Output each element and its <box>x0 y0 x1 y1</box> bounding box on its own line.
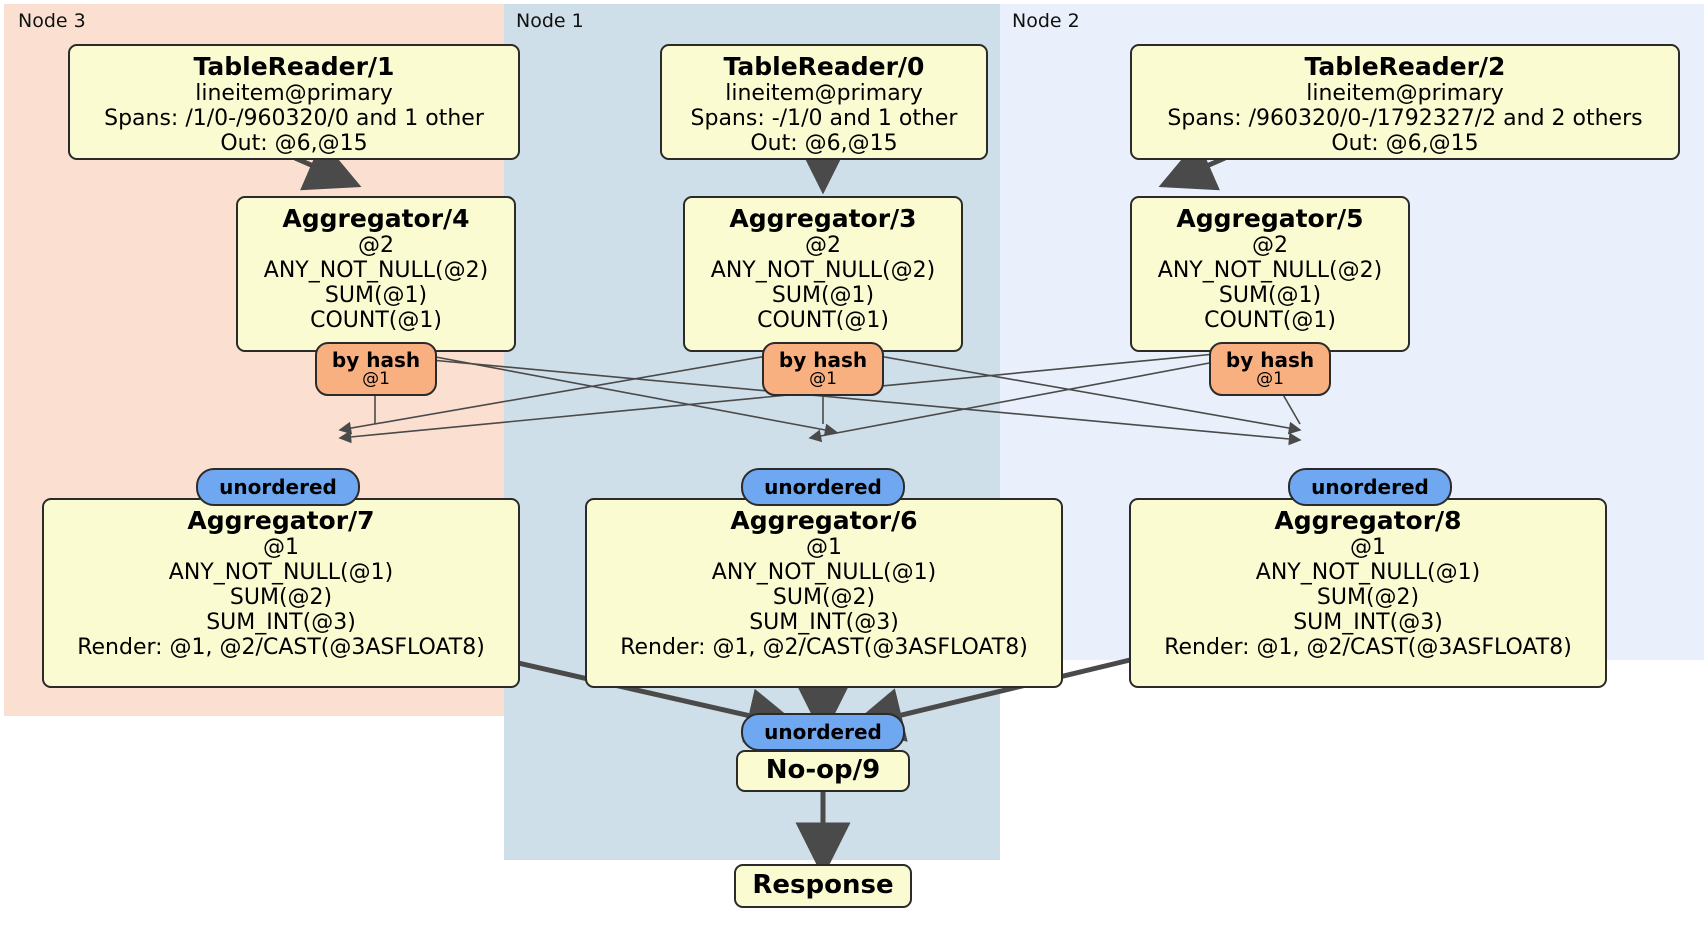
processor-line: SUM_INT(@3) <box>206 610 356 636</box>
router-unordered-left[interactable]: unordered <box>196 468 360 506</box>
processor-line: Out: @6,@15 <box>750 131 898 157</box>
processor-title: Aggregator/6 <box>730 506 918 535</box>
processor-title: Response <box>752 870 894 901</box>
router-label: unordered <box>764 475 882 499</box>
router-by-hash-center[interactable]: by hash @1 <box>762 342 884 396</box>
processor-title: Aggregator/4 <box>282 204 470 233</box>
processor-line: Out: @6,@15 <box>1331 131 1479 157</box>
router-by-hash-right[interactable]: by hash @1 <box>1209 342 1331 396</box>
processor-line: SUM(@2) <box>229 585 333 611</box>
processor-line: ANY_NOT_NULL(@1) <box>168 560 394 586</box>
processor-line: Spans: -/1/0 and 1 other <box>690 106 958 132</box>
processor-line: ANY_NOT_NULL(@2) <box>1157 258 1383 284</box>
router-unordered-right[interactable]: unordered <box>1288 468 1452 506</box>
processor-line: @2 <box>805 233 841 258</box>
processor-title: TableReader/0 <box>723 52 925 81</box>
processor-line: SUM(@2) <box>772 585 876 611</box>
processor-line: @1 <box>263 535 299 560</box>
router-label: by hash <box>1225 348 1315 373</box>
router-label: unordered <box>219 475 337 499</box>
router-sublabel: @1 <box>1256 368 1284 389</box>
processor-aggregator-7[interactable]: Aggregator/7 @1 ANY_NOT_NULL(@1) SUM(@2)… <box>42 498 520 688</box>
processor-line: @2 <box>1252 233 1288 258</box>
router-label: unordered <box>1311 475 1429 499</box>
processor-line: ANY_NOT_NULL(@1) <box>711 560 937 586</box>
processor-line: COUNT(@1) <box>1204 308 1336 334</box>
router-unordered-final[interactable]: unordered <box>741 713 905 751</box>
processor-noop-9[interactable]: No-op/9 <box>736 750 910 792</box>
processor-line: @1 <box>1350 535 1386 560</box>
processor-line: Out: @6,@15 <box>220 131 368 157</box>
processor-line: Spans: /960320/0-/1792327/2 and 2 others <box>1167 106 1643 132</box>
processor-line: SUM(@1) <box>324 283 428 309</box>
processor-line: Render: @1, @2/CAST(@3ASFLOAT8) <box>620 635 1028 661</box>
processor-title: Aggregator/3 <box>729 204 917 233</box>
processor-line: SUM(@1) <box>1218 283 1322 309</box>
processor-line: ANY_NOT_NULL(@2) <box>710 258 936 284</box>
router-sublabel: @1 <box>809 368 837 389</box>
router-label: unordered <box>764 720 882 744</box>
router-label: by hash <box>331 348 421 373</box>
processor-title: No-op/9 <box>765 755 881 786</box>
processor-title: Aggregator/7 <box>187 506 375 535</box>
processor-line: lineitem@primary <box>1306 81 1504 106</box>
processor-line: lineitem@primary <box>195 81 393 106</box>
processor-line: SUM_INT(@3) <box>749 610 899 636</box>
processor-aggregator-3[interactable]: Aggregator/3 @2 ANY_NOT_NULL(@2) SUM(@1)… <box>683 196 963 352</box>
processor-line: SUM_INT(@3) <box>1293 610 1443 636</box>
router-by-hash-left[interactable]: by hash @1 <box>315 342 437 396</box>
processor-line: @1 <box>806 535 842 560</box>
processor-line: Render: @1, @2/CAST(@3ASFLOAT8) <box>77 635 485 661</box>
router-unordered-center[interactable]: unordered <box>741 468 905 506</box>
processor-aggregator-8[interactable]: Aggregator/8 @1 ANY_NOT_NULL(@1) SUM(@2)… <box>1129 498 1607 688</box>
router-sublabel: @1 <box>362 368 390 389</box>
processor-line: Render: @1, @2/CAST(@3ASFLOAT8) <box>1164 635 1572 661</box>
processor-line: @2 <box>358 233 394 258</box>
processor-tablereader-1[interactable]: TableReader/1 lineitem@primary Spans: /1… <box>68 44 520 160</box>
processor-title: Aggregator/8 <box>1274 506 1462 535</box>
processor-title: Aggregator/5 <box>1176 204 1364 233</box>
processor-line: SUM(@2) <box>1316 585 1420 611</box>
processor-title: TableReader/1 <box>193 52 395 81</box>
processor-line: SUM(@1) <box>771 283 875 309</box>
processor-line: COUNT(@1) <box>757 308 889 334</box>
router-label: by hash <box>778 348 868 373</box>
processor-tablereader-2[interactable]: TableReader/2 lineitem@primary Spans: /9… <box>1130 44 1680 160</box>
processor-line: COUNT(@1) <box>310 308 442 334</box>
processor-line: lineitem@primary <box>725 81 923 106</box>
node-panel-label-node3: Node 3 <box>18 10 86 32</box>
processor-title: TableReader/2 <box>1304 52 1506 81</box>
processor-line: ANY_NOT_NULL(@1) <box>1255 560 1481 586</box>
processor-line: ANY_NOT_NULL(@2) <box>263 258 489 284</box>
processor-line: Spans: /1/0-/960320/0 and 1 other <box>104 106 484 132</box>
node-panel-label-node2: Node 2 <box>1012 10 1080 32</box>
processor-aggregator-5[interactable]: Aggregator/5 @2 ANY_NOT_NULL(@2) SUM(@1)… <box>1130 196 1410 352</box>
processor-response[interactable]: Response <box>734 864 912 908</box>
processor-tablereader-0[interactable]: TableReader/0 lineitem@primary Spans: -/… <box>660 44 988 160</box>
processor-aggregator-6[interactable]: Aggregator/6 @1 ANY_NOT_NULL(@1) SUM(@2)… <box>585 498 1063 688</box>
node-panel-label-node1: Node 1 <box>516 10 584 32</box>
processor-aggregator-4[interactable]: Aggregator/4 @2 ANY_NOT_NULL(@2) SUM(@1)… <box>236 196 516 352</box>
